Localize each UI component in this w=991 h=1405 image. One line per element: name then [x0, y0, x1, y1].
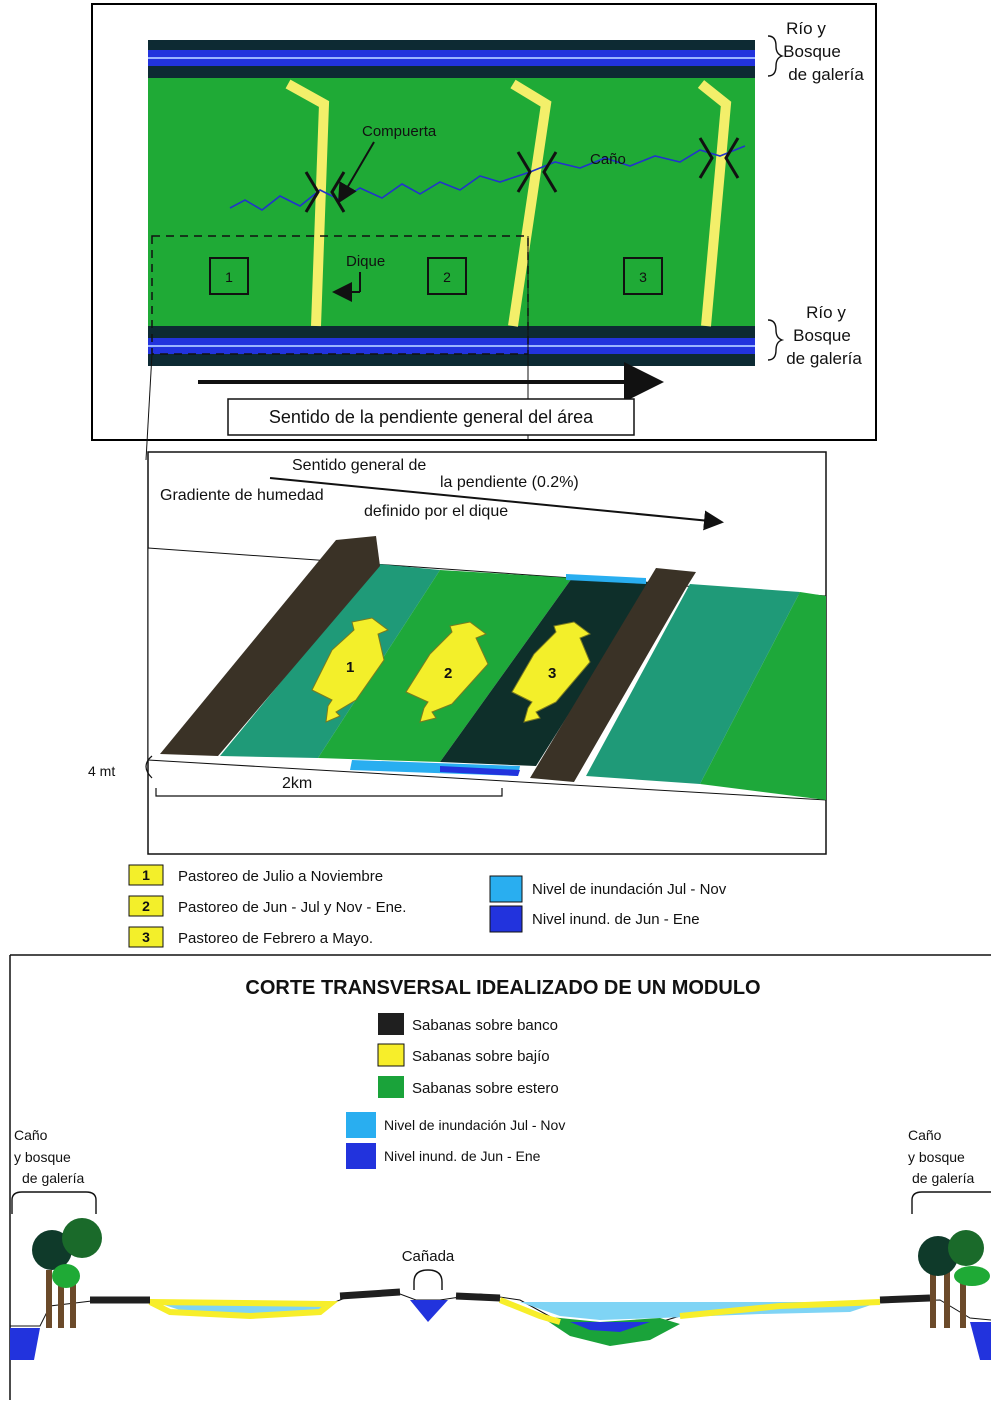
legend-grazing-3: 3 Pastoreo de Febrero a Mayo. [128, 926, 373, 948]
svg-text:de galería: de galería [912, 1170, 974, 1186]
strip-5 [700, 592, 826, 800]
legend-grazing-1: 1 Pastoreo de Julio a Noviembre [128, 864, 383, 886]
cross-section-title: CORTE TRANSVERSAL IDEALIZADO DE UN MODUL… [245, 977, 760, 999]
dike-1 [285, 79, 330, 327]
label-river-top: Río y Bosque de galería [783, 19, 864, 84]
gate-1 [304, 171, 346, 213]
humidity-text-2: definido por el dique [364, 503, 508, 520]
height-label: 4 mt [88, 763, 115, 779]
svg-text:de galería: de galería [22, 1170, 84, 1186]
svg-text:Caño: Caño [908, 1127, 942, 1143]
dike-2 [508, 79, 552, 327]
channel-line [229, 145, 746, 211]
svg-text:Sabanas sobre banco: Sabanas sobre banco [412, 1017, 558, 1034]
legend-banco: Sabanas sobre banco [378, 1013, 558, 1035]
grazing-arrow-1: 1 [311, 617, 390, 723]
river-top-bank [148, 40, 755, 50]
svg-text:2: 2 [443, 269, 451, 285]
svg-text:Río y: Río y [786, 19, 826, 38]
slope-text-2: la pendiente (0.2%) [440, 474, 579, 491]
svg-text:1: 1 [225, 269, 233, 285]
legend-flood-1: Nivel de inundación Jul - Nov [489, 875, 727, 903]
label-canada: Cañada [402, 1248, 455, 1265]
label-cano-left: Caño y bosque de galería [14, 1127, 84, 1186]
svg-text:Bosque: Bosque [793, 326, 851, 345]
svg-text:de galería: de galería [786, 349, 862, 368]
humidity-text-1: Gradiente de humedad [160, 487, 324, 504]
cross-section: CORTE TRANSVERSAL IDEALIZADO DE UN MODUL… [9, 954, 991, 1400]
svg-text:1: 1 [346, 659, 354, 676]
svg-text:Nivel de inundación Jul - Nov: Nivel de inundación Jul - Nov [532, 881, 727, 898]
gate-2 [516, 151, 558, 193]
gate-3 [698, 137, 740, 179]
svg-text:Sabanas sobre bajío: Sabanas sobre bajío [412, 1048, 550, 1065]
label-dike: Dique [346, 253, 385, 270]
svg-text:Caño: Caño [14, 1127, 48, 1143]
slope-caption-box [227, 398, 635, 436]
legend-flood-jun-ene: Nivel inund. de Jun - Ene [346, 1143, 541, 1169]
river-bottom-bank [148, 326, 755, 338]
svg-text:3: 3 [142, 929, 150, 945]
svg-text:Pastoreo de Jun - Jul y Nov -: Pastoreo de Jun - Jul y Nov - Ene. [178, 899, 406, 916]
grazing-legend: 1 Pastoreo de Julio a Noviembre 2 Pastor… [128, 864, 727, 948]
grazing-arrow-2: 2 [405, 621, 489, 723]
trees-right [918, 1230, 990, 1328]
svg-text:Nivel de inundación Jul - Nov: Nivel de inundación Jul - Nov [384, 1117, 565, 1133]
plan-view: Compuerta Caño Dique 1 2 3 Río y Bosque … [91, 3, 877, 461]
label-gate: Compuerta [362, 123, 437, 140]
label-channel: Caño [590, 151, 626, 168]
svg-text:2: 2 [444, 665, 452, 682]
legend-flood-jul-nov: Nivel de inundación Jul - Nov [346, 1112, 565, 1138]
svg-text:3: 3 [548, 665, 556, 682]
label-river-bottom: Río y Bosque de galería [786, 303, 862, 368]
legend-bajio: Sabanas sobre bajío [377, 1043, 550, 1067]
svg-text:y bosque: y bosque [908, 1149, 965, 1165]
svg-text:Nivel inund. de Jun - Ene: Nivel inund. de Jun - Ene [384, 1148, 541, 1164]
legend-grazing-2: 2 Pastoreo de Jun - Jul y Nov - Ene. [128, 895, 406, 917]
perspective-dike-1 [160, 536, 380, 756]
paddock-3: 3 [623, 257, 663, 295]
slope-caption: Sentido de la pendiente general del área [269, 407, 594, 427]
perspective-slope-arrow [269, 477, 724, 531]
svg-text:1: 1 [142, 867, 150, 883]
slope-text-1: Sentido general de [292, 457, 426, 474]
svg-text:Nivel inund. de Jun - Ene: Nivel inund. de Jun - Ene [532, 911, 700, 928]
paddock-2: 2 [427, 257, 467, 295]
legend-flood-2: Nivel inund. de Jun - Ene [489, 905, 700, 933]
svg-text:Pastoreo de Febrero a Mayo.: Pastoreo de Febrero a Mayo. [178, 930, 373, 947]
trees-left [32, 1218, 102, 1328]
label-cano-right: Caño y bosque de galería [908, 1127, 974, 1186]
svg-text:Río y: Río y [806, 303, 846, 322]
svg-text:de galería: de galería [788, 65, 864, 84]
strip-4 [586, 584, 800, 784]
dike-3 [697, 80, 732, 327]
distance-label: 2km [282, 775, 312, 792]
svg-text:2: 2 [142, 898, 150, 914]
svg-text:3: 3 [639, 269, 647, 285]
svg-text:y bosque: y bosque [14, 1149, 71, 1165]
grazing-arrow-3: 3 [511, 621, 592, 723]
paddock-1: 1 [209, 257, 249, 295]
legend-estero: Sabanas sobre estero [378, 1076, 559, 1098]
svg-text:Bosque: Bosque [783, 42, 841, 61]
svg-text:Sabanas sobre estero: Sabanas sobre estero [412, 1080, 559, 1097]
svg-text:Pastoreo de Julio a Noviembre: Pastoreo de Julio a Noviembre [178, 868, 383, 885]
perspective-dike-2 [530, 568, 696, 782]
perspective-view: Sentido general de la pendiente (0.2%) G… [88, 451, 827, 855]
